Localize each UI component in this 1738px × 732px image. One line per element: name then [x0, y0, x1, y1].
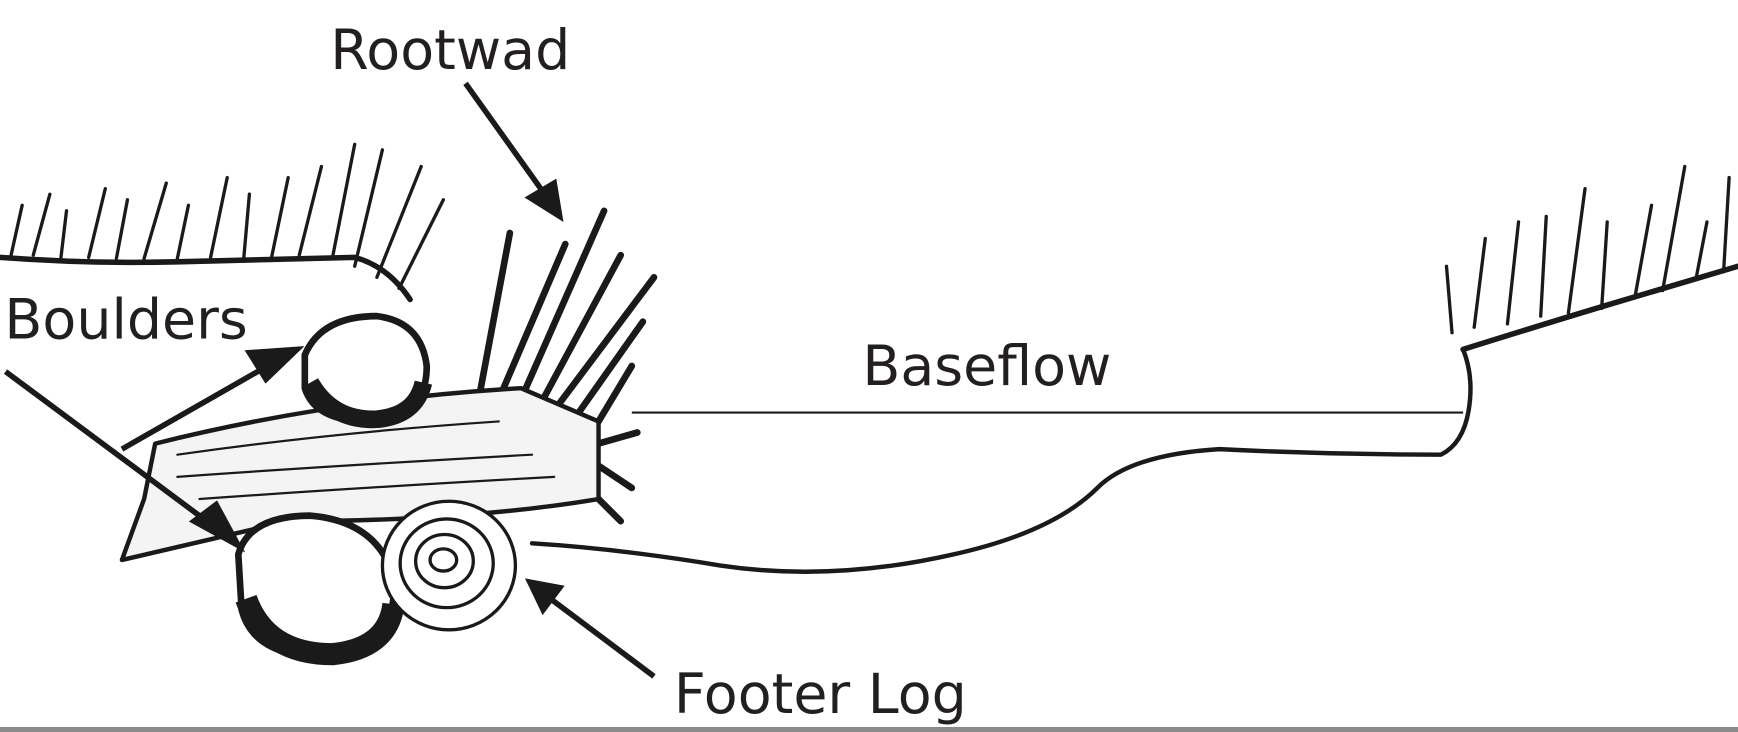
- right-grass: [1444, 164, 1738, 353]
- boulder-upper: [301, 312, 433, 429]
- arrows: [3, 81, 656, 679]
- boulder-arrow-upper: [120, 358, 279, 452]
- label-boulders: Boulders: [4, 288, 247, 352]
- channel-bed: [529, 347, 1473, 574]
- log: [119, 385, 601, 563]
- label-baseflow: Baseflow: [862, 335, 1111, 399]
- rootwad: [473, 207, 658, 525]
- left-grass: [0, 142, 446, 303]
- rootwad-arrow: [463, 81, 551, 202]
- label-footer-log: Footer Log: [674, 663, 967, 727]
- bottom-edge: [0, 727, 1738, 732]
- boulder-lower: [234, 512, 405, 666]
- boulder-arrow-lower: [3, 369, 224, 535]
- label-rootwad: Rootwad: [330, 19, 570, 83]
- footer-log-arrow: [541, 591, 656, 679]
- footer-log-end: [380, 499, 518, 632]
